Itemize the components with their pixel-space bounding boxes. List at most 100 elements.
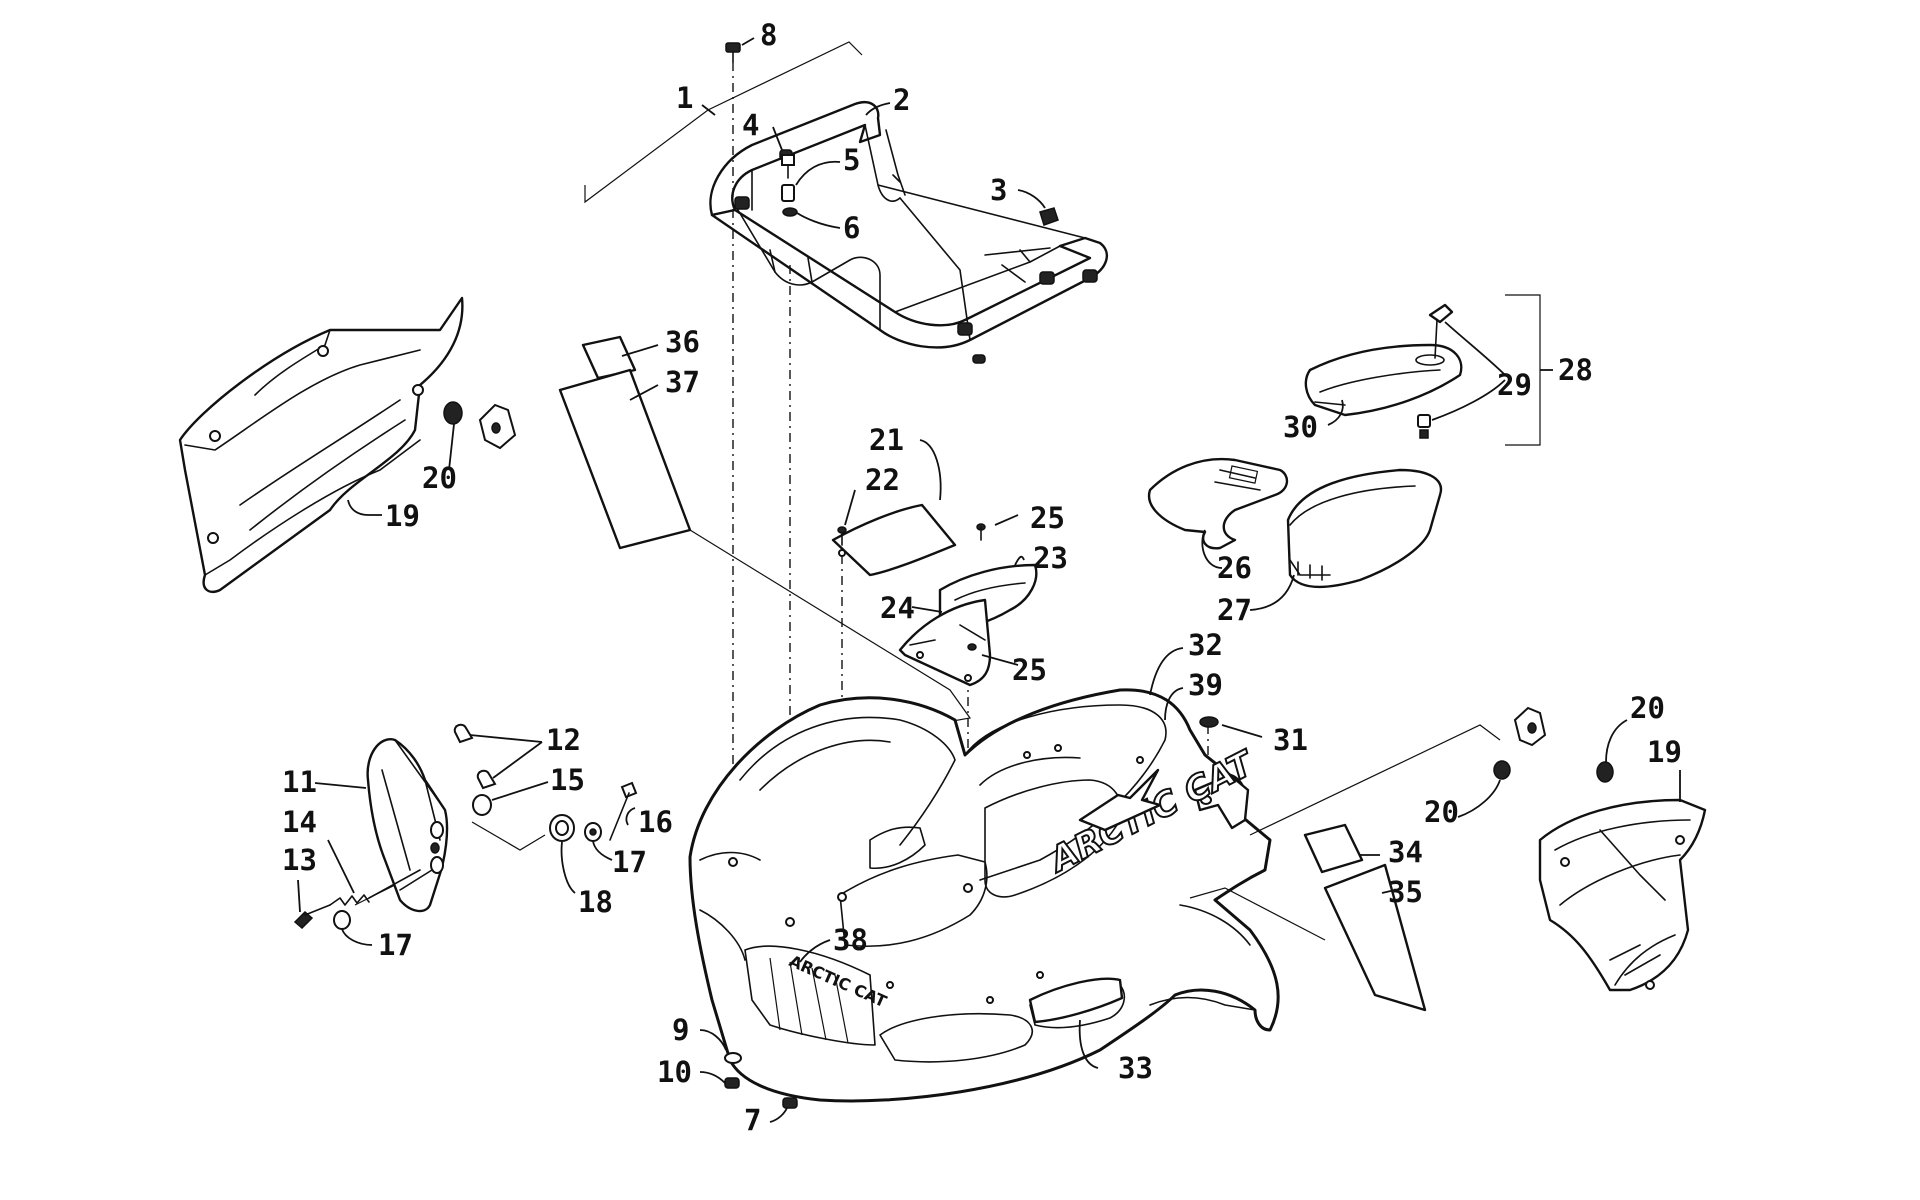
rivet-20-right-c[interactable] — [1493, 760, 1511, 780]
hardware-washer-9[interactable] — [724, 1052, 742, 1064]
headlight-ref-2 — [354, 884, 396, 906]
hardware-washer-6[interactable] — [782, 207, 798, 217]
reference-line-right-panel — [1249, 724, 1501, 836]
callout-28: 28 — [1558, 353, 1593, 387]
decal-34[interactable] — [1303, 823, 1364, 874]
callout-13: 13 — [282, 843, 317, 877]
hardware-screw-25-top[interactable] — [976, 523, 986, 541]
callout-22: 22 — [865, 463, 900, 497]
leader-26 — [1201, 529, 1223, 569]
leader-38 — [799, 939, 831, 963]
callout-23: 23 — [1033, 541, 1068, 575]
callout-20-right-mid: 20 — [1424, 795, 1459, 829]
callout-1: 1 — [676, 81, 693, 115]
headlight-reference — [471, 821, 546, 851]
leader-11 — [314, 782, 367, 789]
leader-37 — [629, 384, 659, 401]
leader-20-left — [448, 423, 455, 471]
callout-32: 32 — [1188, 628, 1223, 662]
leader-21 — [919, 439, 942, 501]
decal-35[interactable] — [1323, 863, 1427, 1012]
leader-12a — [469, 734, 543, 743]
leader-6 — [796, 212, 841, 229]
rivet-20-right-a[interactable] — [1513, 706, 1547, 747]
callout-34: 34 — [1388, 835, 1423, 869]
leader-10 — [699, 1071, 726, 1084]
leader-17b — [341, 928, 373, 946]
hardware-washer-17b[interactable] — [333, 910, 351, 930]
front-fender-body[interactable] — [688, 688, 1280, 1103]
callout-29: 29 — [1497, 368, 1532, 402]
hardware-nut-15[interactable] — [472, 794, 492, 816]
callout-17-lower: 17 — [378, 928, 413, 962]
leader-5 — [795, 160, 841, 186]
rivet-20-right-b[interactable] — [1596, 761, 1614, 783]
callout-31: 31 — [1273, 723, 1308, 757]
hardware-bolt-16[interactable] — [609, 781, 638, 841]
callout-11: 11 — [282, 765, 317, 799]
side-badge-33[interactable] — [1028, 977, 1124, 1024]
callout-7: 7 — [744, 1103, 761, 1137]
front-rack[interactable] — [709, 101, 1109, 364]
callout-8: 8 — [760, 18, 777, 52]
hardware-grommet-18[interactable] — [549, 814, 575, 842]
hardware-screw-22[interactable] — [837, 526, 847, 546]
callout-12: 12 — [546, 723, 581, 757]
leader-25-bottom — [981, 654, 1019, 666]
callout-30: 30 — [1283, 410, 1318, 444]
callout-39: 39 — [1188, 668, 1223, 702]
left-side-panel[interactable] — [178, 296, 464, 594]
hardware-nut-10[interactable] — [724, 1077, 740, 1089]
hardware-screw-13[interactable] — [293, 904, 331, 930]
decal-36[interactable] — [581, 335, 637, 380]
latch-29[interactable] — [1417, 303, 1454, 439]
storage-tray-26[interactable] — [1147, 457, 1289, 550]
leader-4 — [772, 126, 783, 151]
storage-bin-27[interactable] — [1286, 468, 1443, 589]
callout-4: 4 — [742, 108, 759, 142]
hardware-bolt-8[interactable] — [725, 42, 741, 63]
storage-lid-30[interactable] — [1304, 343, 1463, 417]
leader-24 — [911, 606, 943, 613]
leader-31 — [1221, 724, 1263, 738]
callout-21: 21 — [869, 423, 904, 457]
leader-20-right-b — [1457, 779, 1501, 818]
inner-panel-24[interactable] — [898, 598, 992, 687]
leader-12b — [492, 741, 543, 779]
leader-27 — [1249, 574, 1295, 611]
leader-20-right-a — [1605, 719, 1628, 763]
callout-33: 33 — [1118, 1051, 1153, 1085]
hardware-screw-25-bottom[interactable] — [967, 643, 977, 651]
leader-16 — [625, 807, 636, 826]
hardware-spacer-5[interactable] — [781, 184, 795, 202]
leader-19-left — [347, 499, 382, 516]
leader-29-top — [1444, 321, 1506, 376]
hardware-nut-3[interactable] — [1039, 207, 1059, 226]
callout-37: 37 — [665, 365, 700, 399]
leader-8 — [741, 37, 755, 46]
rivet-20-left[interactable] — [443, 401, 517, 450]
leader-39 — [1164, 687, 1184, 721]
access-cover-21[interactable] — [831, 503, 957, 577]
hardware-screw-12[interactable] — [453, 723, 497, 790]
leader-18 — [560, 841, 576, 894]
plug-31[interactable] — [1199, 716, 1219, 728]
hardware-nut-7[interactable] — [782, 1097, 798, 1109]
callout-3: 3 — [990, 173, 1007, 207]
leader-17 — [592, 840, 613, 861]
leader-23 — [1014, 555, 1025, 566]
leader-13 — [297, 879, 301, 913]
leader-14 — [327, 839, 355, 894]
leader-2 — [865, 102, 891, 116]
headlight-housing-left[interactable] — [366, 738, 449, 913]
callout-19-right: 19 — [1647, 735, 1682, 769]
right-side-panel[interactable] — [1538, 798, 1707, 992]
leader-36 — [621, 344, 659, 357]
callout-2: 2 — [893, 83, 910, 117]
hardware-bolt-4[interactable] — [781, 154, 795, 179]
callout-9: 9 — [672, 1013, 689, 1047]
leader-22 — [844, 489, 856, 526]
hardware-washer-17[interactable] — [584, 822, 602, 842]
callout-25-top: 25 — [1030, 501, 1065, 535]
